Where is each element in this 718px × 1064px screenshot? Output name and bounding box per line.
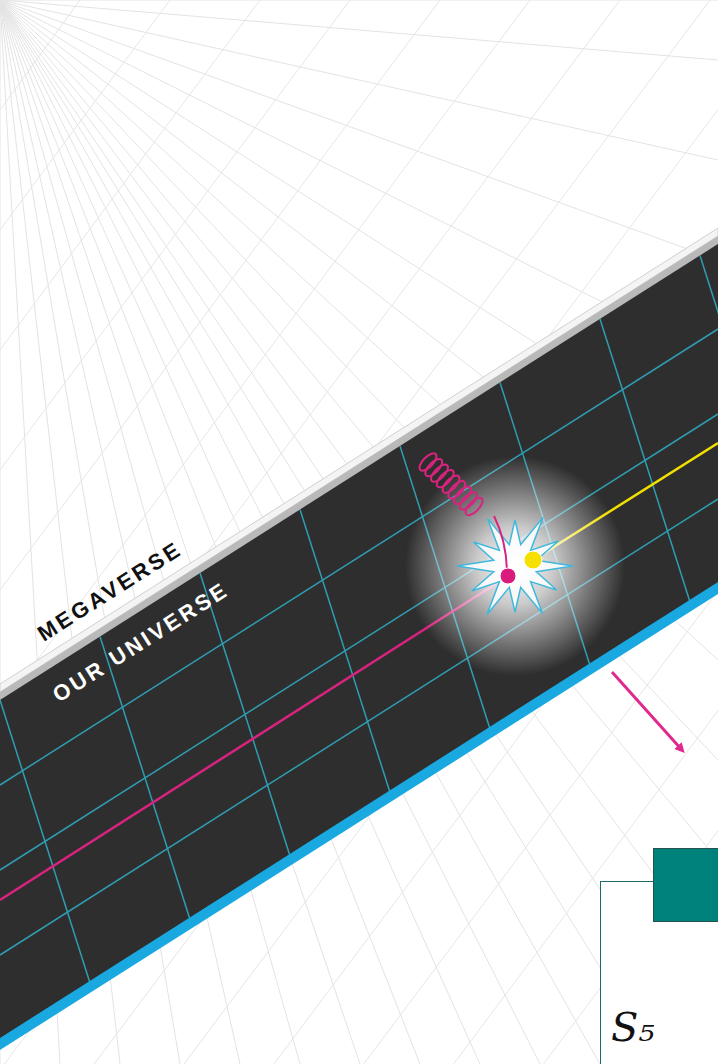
band-grid [0, 256, 718, 1064]
collision-glow [405, 456, 625, 676]
outgoing-particle [524, 551, 542, 569]
equation-text: S₅ [611, 1004, 718, 1050]
equation-box: S₅ [600, 881, 718, 1064]
graviton-escape-arrow [612, 672, 682, 750]
graviton-spring [417, 451, 507, 570]
collision-starburst [457, 518, 573, 615]
incoming-particle [500, 568, 516, 584]
teal-tab [653, 848, 718, 922]
